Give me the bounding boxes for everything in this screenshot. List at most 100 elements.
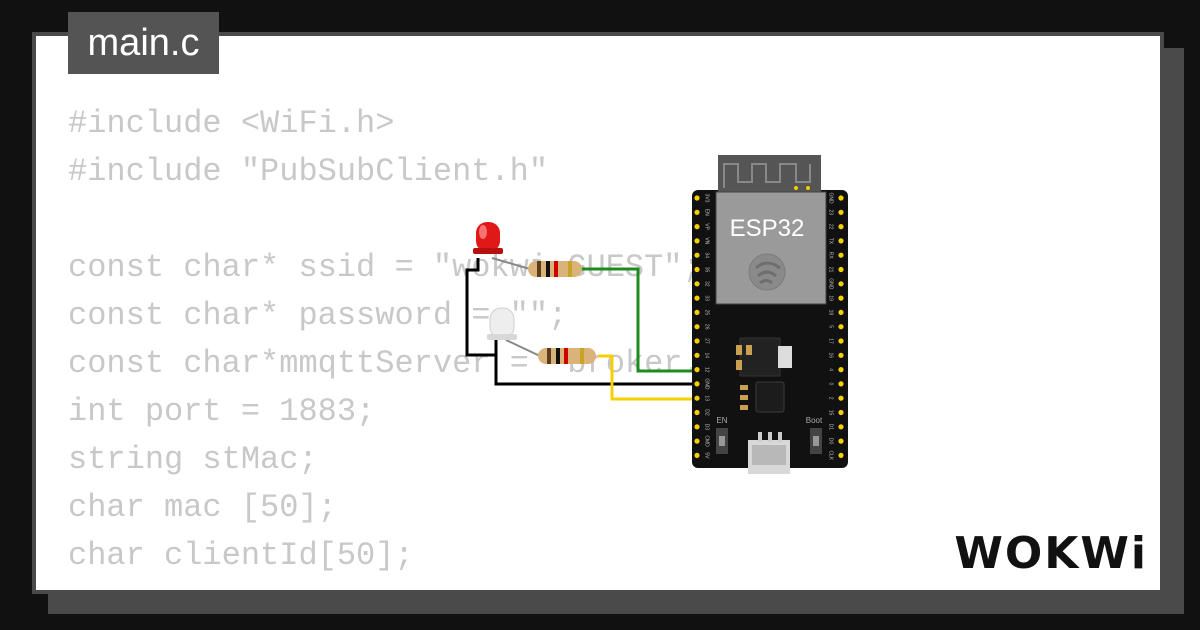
code-line: int port = 1883; <box>68 393 376 430</box>
pin[interactable] <box>694 209 700 215</box>
pin-label: D2 <box>704 409 710 416</box>
pin[interactable] <box>838 309 844 315</box>
pin[interactable] <box>838 295 844 301</box>
pin[interactable] <box>838 367 844 373</box>
pin-label: 18 <box>828 310 834 316</box>
pin-label: D1 <box>828 424 834 431</box>
pin-label: 16 <box>828 353 834 359</box>
pin-label: 2 <box>828 397 834 400</box>
pin[interactable] <box>694 309 700 315</box>
led-red[interactable] <box>473 222 503 254</box>
pin[interactable] <box>838 252 844 258</box>
pin-label: 5 <box>828 325 834 328</box>
pin-label: RX <box>828 252 834 260</box>
pin-label: 0 <box>828 383 834 386</box>
pin[interactable] <box>694 352 700 358</box>
wire-yellow[interactable] <box>598 354 698 401</box>
pin-label: D3 <box>704 424 710 431</box>
pin[interactable] <box>694 224 700 230</box>
pin[interactable] <box>838 424 844 430</box>
pin[interactable] <box>694 195 700 201</box>
pin[interactable] <box>838 438 844 444</box>
pin[interactable] <box>838 452 844 458</box>
pin[interactable] <box>694 438 700 444</box>
pin-label: TX <box>828 238 834 245</box>
pin-label: CMD <box>704 435 710 447</box>
esp32-board[interactable]: ESP32 EN Boot 3V3ENVPVN34353233252627141… <box>692 155 848 474</box>
pin[interactable] <box>694 338 700 344</box>
pin-label: 34 <box>704 252 710 258</box>
wire-black-2[interactable] <box>494 340 698 386</box>
resistor-2[interactable] <box>538 348 596 364</box>
pin[interactable] <box>694 395 700 401</box>
pin[interactable] <box>694 324 700 330</box>
pin-label: VP <box>704 223 710 230</box>
pin-label: GND <box>828 192 834 204</box>
pin-label: 13 <box>704 395 710 401</box>
led-leg-b <box>505 339 541 357</box>
pin-label: 27 <box>704 338 710 344</box>
pin-label: 19 <box>828 295 834 301</box>
code-line: #include "PubSubClient.h" <box>68 153 549 190</box>
pin[interactable] <box>838 224 844 230</box>
code-line: char mac [50]; <box>68 489 337 526</box>
pin-label: 23 <box>828 210 834 216</box>
led-white[interactable] <box>487 307 517 340</box>
pin-label: 14 <box>704 353 710 359</box>
pin[interactable] <box>838 281 844 287</box>
board-title: ESP32 <box>730 215 805 242</box>
pin[interactable] <box>694 367 700 373</box>
pin-label: 3V3 <box>704 194 710 203</box>
pin-label: 15 <box>828 410 834 416</box>
pin[interactable] <box>694 381 700 387</box>
pin[interactable] <box>838 338 844 344</box>
pin[interactable] <box>694 452 700 458</box>
pin-label: 33 <box>704 295 710 301</box>
code-line: const char* password = ""; <box>68 297 568 334</box>
pin[interactable] <box>838 409 844 416</box>
pin-label: 21 <box>828 267 834 273</box>
pin-label: CLK <box>828 451 834 461</box>
pin[interactable] <box>694 281 700 287</box>
preview-card <box>32 32 1164 594</box>
pin[interactable] <box>838 324 844 330</box>
pin[interactable] <box>694 252 700 258</box>
pin[interactable] <box>838 395 844 401</box>
pin-label: VN <box>704 237 710 244</box>
pin-label: 5V <box>704 452 710 459</box>
pin[interactable] <box>838 266 844 273</box>
pin[interactable] <box>694 295 700 301</box>
pin-label: 35 <box>704 267 710 273</box>
pin-label: 12 <box>704 367 710 373</box>
wokwi-logo[interactable]: WOKWi <box>954 528 1148 579</box>
button-en-label: EN <box>716 416 727 425</box>
pin[interactable] <box>694 424 700 430</box>
resistor-1[interactable] <box>528 261 582 277</box>
pin-label: 25 <box>704 310 710 316</box>
pin-label: 26 <box>704 324 710 330</box>
pin[interactable] <box>838 209 844 215</box>
led-leg-a <box>491 257 531 270</box>
pin[interactable] <box>838 238 844 244</box>
wires <box>465 257 698 401</box>
pin[interactable] <box>694 266 700 273</box>
pin[interactable] <box>838 195 844 201</box>
code-listing: #include <WiFi.h> #include "PubSubClient.… <box>68 100 721 580</box>
file-tab[interactable]: main.c <box>68 12 219 74</box>
code-line: string stMac; <box>68 441 318 478</box>
wire-green[interactable] <box>580 267 698 373</box>
pin[interactable] <box>838 381 844 387</box>
pin-label: 22 <box>828 224 834 230</box>
pin[interactable] <box>694 409 700 416</box>
wire-black-1[interactable] <box>465 258 496 357</box>
pin-label: EN <box>704 209 710 216</box>
left-pin-header: 3V3ENVPVN343532332526271412GND13D2D3CMD5… <box>694 194 710 459</box>
pin[interactable] <box>694 238 700 244</box>
code-line: #include <WiFi.h> <box>68 105 395 142</box>
pin-label: D0 <box>828 438 834 445</box>
pin[interactable] <box>838 352 844 358</box>
pin-label: GND <box>704 378 710 390</box>
button-boot-label: Boot <box>806 416 823 425</box>
